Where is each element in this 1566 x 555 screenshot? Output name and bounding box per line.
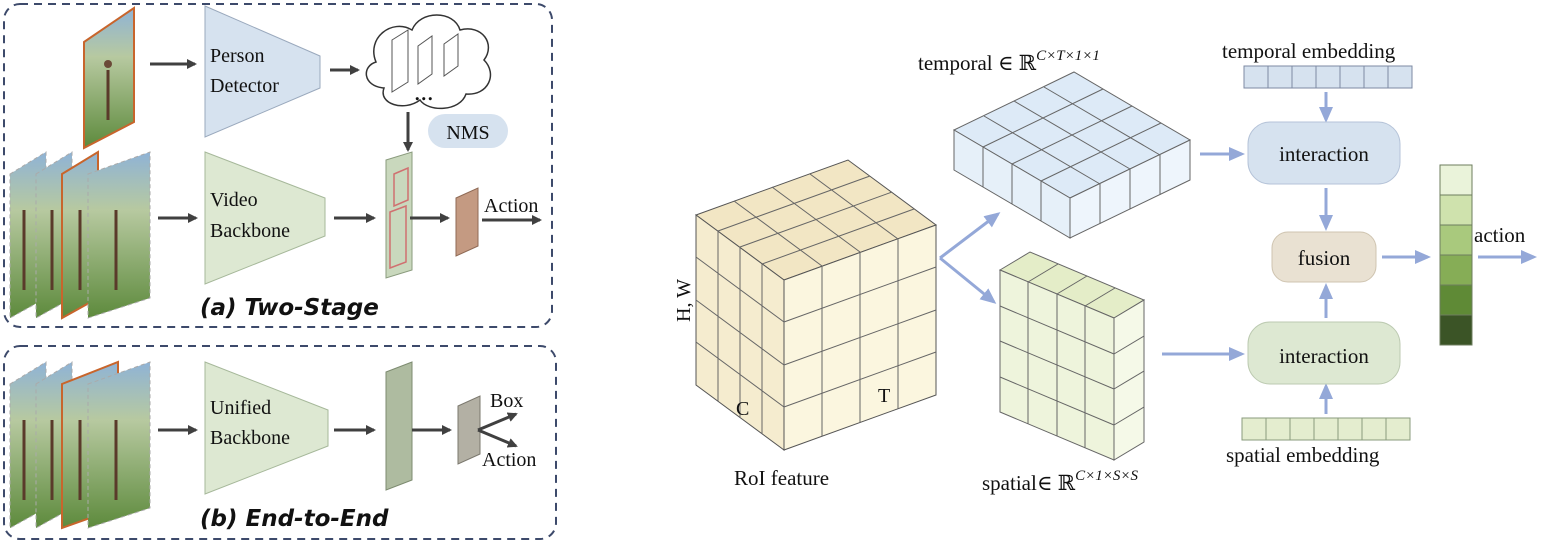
panel-b-caption: (b) End-to-End xyxy=(200,506,389,532)
spatial-embedding-label: spatial embedding xyxy=(1226,443,1380,467)
arrow-to-temporal xyxy=(939,212,1001,260)
panel-a-caption: (a) Two-Stage xyxy=(200,295,379,321)
axis-c-label: C xyxy=(736,398,749,420)
unified-label-2: Backbone xyxy=(210,427,290,449)
spatial-embedding-bar xyxy=(1241,417,1411,441)
interaction-bottom-box xyxy=(1247,321,1401,385)
fusion-label: fusion xyxy=(1298,246,1351,270)
arrow-to-box xyxy=(477,412,518,432)
person-detector-block xyxy=(204,5,321,138)
temporal-embedding-bar xyxy=(1243,65,1413,89)
dots-label: ... xyxy=(414,77,434,106)
unified-backbone-block xyxy=(204,361,329,495)
roi-feature-cube xyxy=(694,159,938,451)
temporal-label: temporal ∈ ℝC×T×1×1 xyxy=(918,48,1100,75)
detector-label-1: Person xyxy=(210,45,264,67)
panel-a-border xyxy=(3,3,553,328)
query-feature-slab xyxy=(457,395,481,465)
unified-label-1: Unified xyxy=(210,397,271,419)
unified-feature-map xyxy=(385,361,413,491)
panel-b-border xyxy=(3,345,557,540)
output-action-label-a: Action xyxy=(484,195,538,217)
video-clip-stack xyxy=(9,150,151,320)
backbone-label-2: Backbone xyxy=(210,220,290,242)
axis-hw-label: H, W xyxy=(673,279,695,322)
backbone-label-1: Video xyxy=(210,189,258,211)
roi-feature-label: RoI feature xyxy=(734,466,829,490)
panel-end-to-end: Unified Backbone Box Action (b) End-to-E… xyxy=(3,345,557,540)
arrow-to-action-b xyxy=(477,428,518,448)
temporal-embedding-label: temporal embedding xyxy=(1222,39,1396,63)
interaction-top-label: interaction xyxy=(1279,142,1369,166)
arrow-to-spatial xyxy=(939,256,997,304)
temporal-feature-block xyxy=(952,71,1192,239)
action-score-vector xyxy=(1439,164,1473,346)
spatial-feature-block xyxy=(998,251,1146,461)
fusion-box xyxy=(1271,231,1377,283)
feature-map-with-rois xyxy=(385,151,413,279)
interaction-top-box xyxy=(1247,121,1401,185)
action-label: action xyxy=(1474,223,1526,247)
spatial-label: spatial∈ ℝC×1×S×S xyxy=(982,468,1138,495)
detector-label-2: Detector xyxy=(210,75,279,97)
nms-label: NMS xyxy=(446,122,489,144)
video-clip-stack-b xyxy=(9,360,151,530)
output-box-label: Box xyxy=(490,390,523,412)
roi-feature-slab xyxy=(455,187,479,257)
output-action-label-b: Action xyxy=(482,449,536,471)
axis-t-label: T xyxy=(878,385,890,407)
keyframe-image xyxy=(83,6,135,150)
interaction-bottom-label: interaction xyxy=(1279,344,1369,368)
proposals-cloud-icon xyxy=(365,14,492,110)
nms-badge xyxy=(428,114,508,148)
panel-two-stage: Person Detector ... NMS Video xyxy=(3,3,553,328)
video-backbone-block xyxy=(204,151,326,285)
